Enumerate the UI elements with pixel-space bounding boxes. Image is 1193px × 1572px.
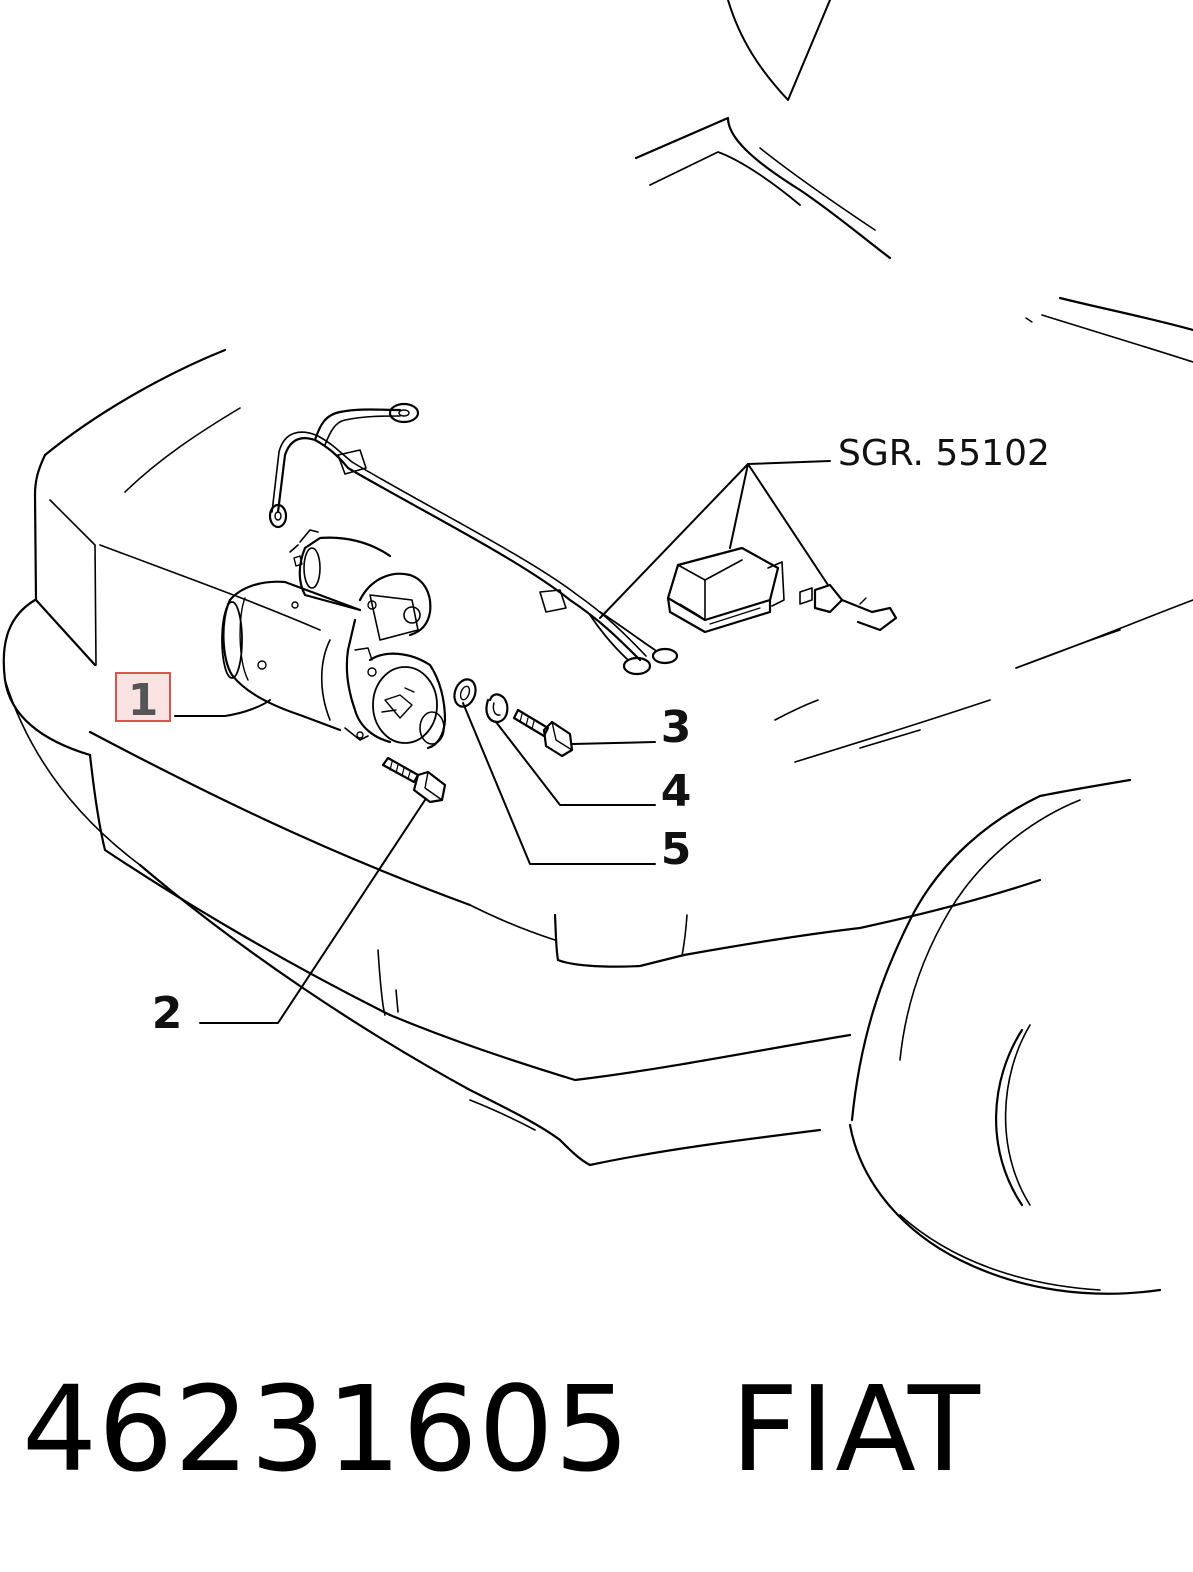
flat-washer xyxy=(453,678,477,708)
starter-cable xyxy=(268,402,679,676)
hex-bolt xyxy=(512,708,574,758)
brand-name: FIAT xyxy=(730,1360,981,1498)
leader-lines xyxy=(174,460,831,1024)
exploded-parts-diagram: 1 2 3 4 5 SGR. 55102 xyxy=(2,0,1193,1295)
callout-5[interactable]: 5 xyxy=(661,824,692,875)
callout-1-box[interactable]: 1 xyxy=(115,672,171,726)
lock-washer xyxy=(485,693,509,724)
callout-1: 1 xyxy=(128,675,159,726)
reference-label: SGR. 55102 xyxy=(838,433,1050,474)
part-number: 46231605 xyxy=(22,1360,631,1498)
relay-box xyxy=(666,546,785,634)
car-body-outline xyxy=(2,0,1193,1295)
starter-motor xyxy=(221,529,447,750)
callout-4[interactable]: 4 xyxy=(661,766,692,817)
callout-3[interactable]: 3 xyxy=(661,702,692,753)
callout-2[interactable]: 2 xyxy=(152,988,183,1039)
ground-connector xyxy=(799,583,898,632)
stud-bolt xyxy=(381,756,447,804)
